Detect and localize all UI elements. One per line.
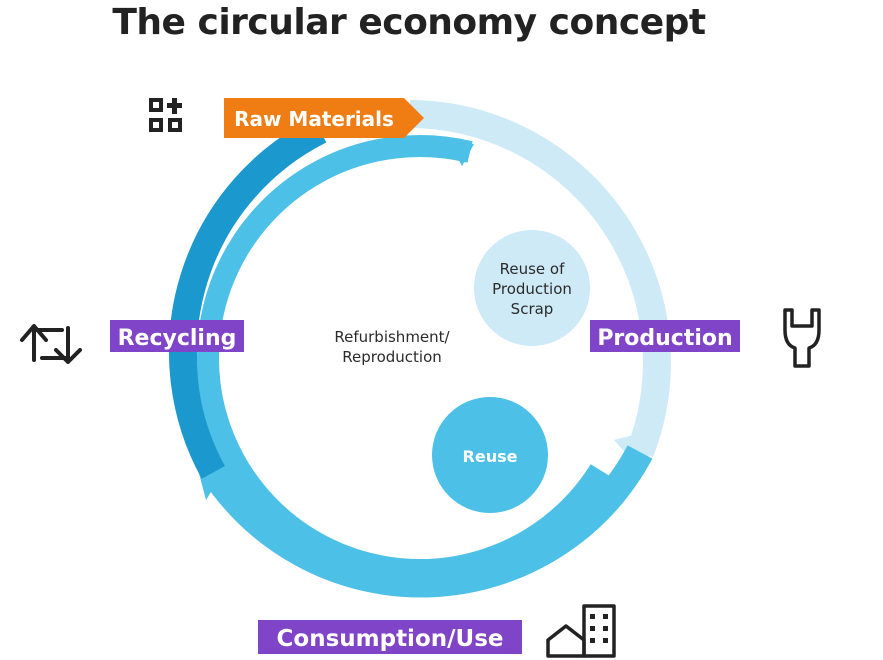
consumption-tag <box>258 620 522 654</box>
refurbishment-line1: Refurbishment/ <box>334 328 450 346</box>
blocks-plus-icon <box>149 98 182 132</box>
wrench-icon <box>783 308 821 368</box>
reuse-circle <box>432 397 548 513</box>
city-buildings-icon <box>546 604 616 658</box>
reuse-label: Reuse <box>463 447 518 466</box>
outer-arc-arrowhead <box>614 428 660 472</box>
recycling-tag <box>110 320 244 352</box>
reuse-scrap-line2: Production <box>492 280 572 298</box>
inner-arc-refurbishment <box>197 135 610 581</box>
left-arc-recycling <box>168 117 327 479</box>
outer-arc-production <box>409 100 671 458</box>
production-label: Production <box>597 326 732 351</box>
consumption-label: Consumption/Use <box>277 626 504 652</box>
reuse-scrap-circle <box>474 230 590 346</box>
reuse-scrap-line3: Scrap <box>511 300 554 318</box>
bottom-arc-consumption <box>202 445 653 598</box>
refurbishment-line2: Reproduction <box>342 348 442 366</box>
raw-materials-label: Raw Materials <box>234 107 394 131</box>
recycling-label: Recycling <box>118 326 237 351</box>
recycle-arrows-icon <box>20 324 82 364</box>
page-title: The circular economy concept <box>112 2 706 43</box>
raw-materials-tag <box>224 98 424 138</box>
reuse-scrap-line1: Reuse of <box>500 260 565 278</box>
inner-arc-arrowhead <box>448 140 474 166</box>
production-tag <box>590 320 740 352</box>
